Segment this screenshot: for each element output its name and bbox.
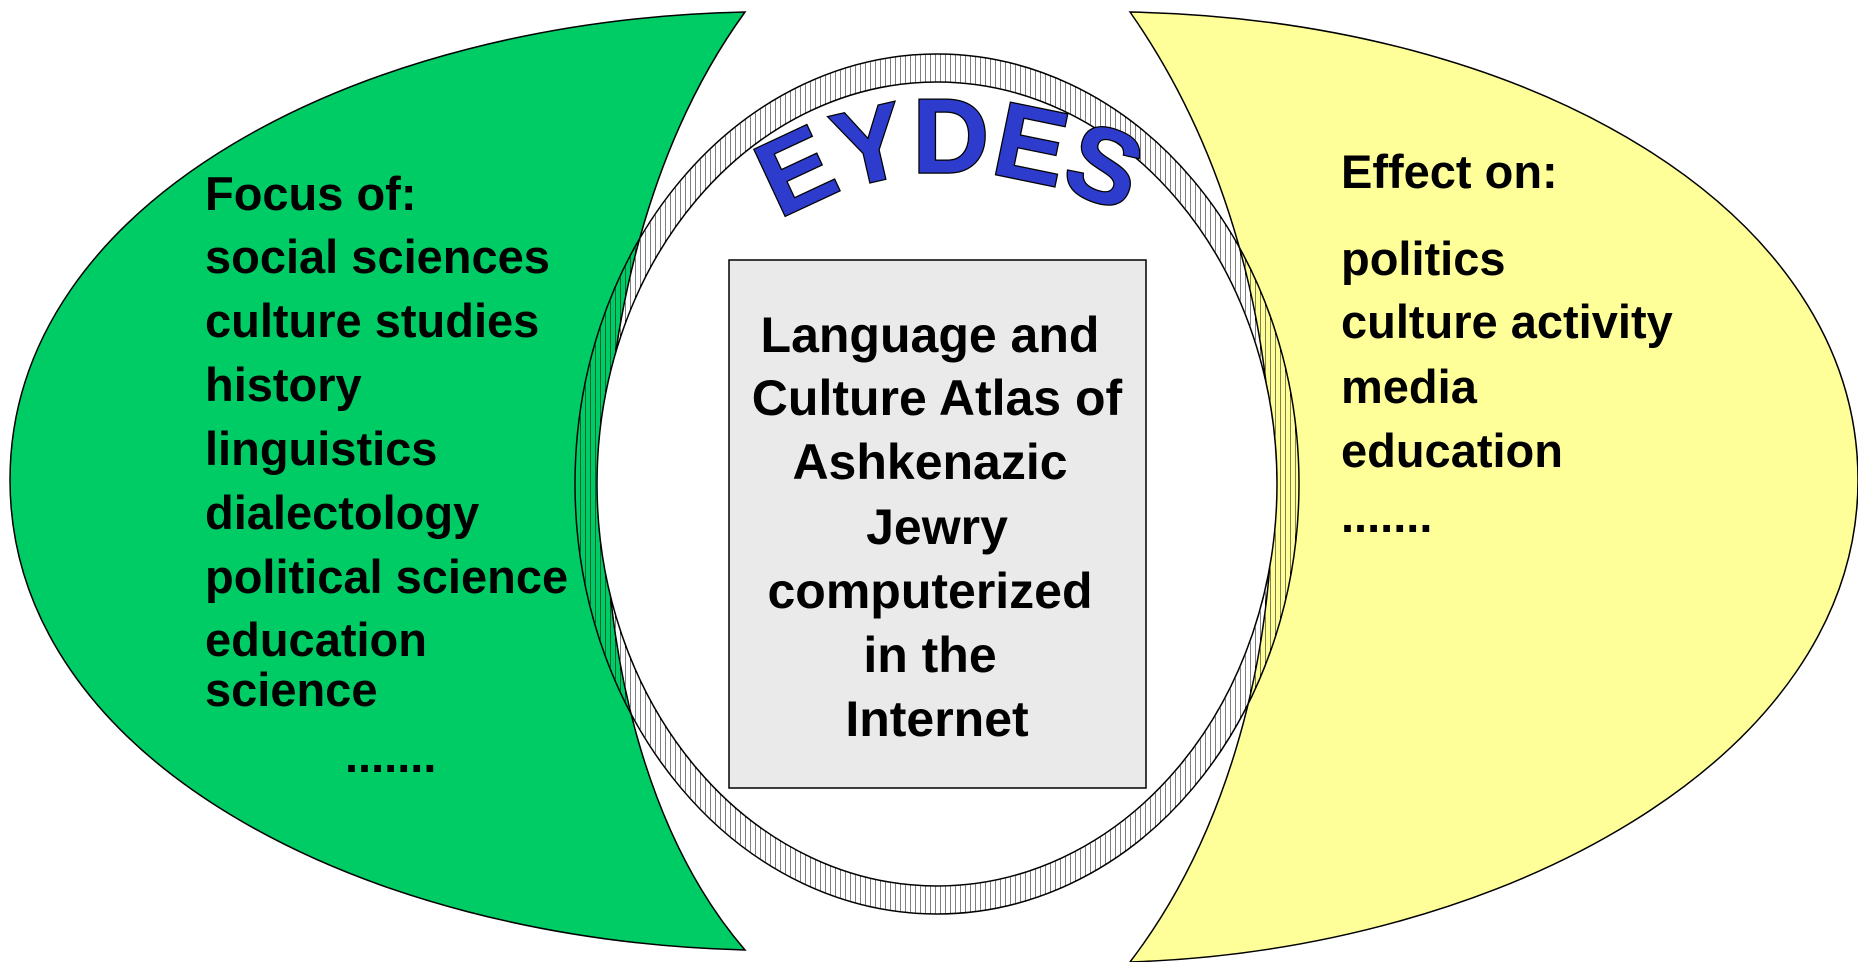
center-box — [728, 259, 1147, 789]
focus-item: linguistics — [205, 422, 437, 475]
atlas-description: Language and Culture Atlas of Ashkenazic… — [752, 307, 1123, 747]
focus-item: culture studies — [205, 294, 539, 347]
focus-item: science — [205, 663, 377, 716]
focus-item: social sciences — [205, 230, 550, 283]
effect-item: education — [1341, 424, 1563, 477]
atlas-line: computerized — [767, 563, 1092, 619]
focus-list: Focus of: social sciences culture studie… — [205, 167, 568, 782]
effect-item: politics — [1341, 232, 1506, 285]
focus-item: education — [205, 613, 427, 666]
effect-item: culture activity — [1341, 295, 1673, 348]
atlas-line: Ashkenazic — [792, 434, 1067, 490]
atlas-line: Culture Atlas of — [752, 370, 1123, 426]
focus-item: history — [205, 358, 362, 411]
effect-item: media — [1341, 360, 1478, 413]
focus-item: dialectology — [205, 486, 479, 539]
focus-ellipsis: ....... — [345, 729, 436, 782]
atlas-line: Internet — [845, 691, 1029, 747]
focus-heading: Focus of: — [205, 167, 416, 220]
focus-item: political science — [205, 550, 568, 603]
effect-heading: Effect on: — [1341, 145, 1558, 198]
atlas-line: in the — [863, 627, 996, 683]
effect-list: Effect on: politics culture activity med… — [1341, 145, 1673, 542]
atlas-line: Language and — [761, 307, 1100, 363]
effect-ellipsis: ....... — [1341, 489, 1432, 542]
atlas-line: Jewry — [866, 499, 1008, 555]
